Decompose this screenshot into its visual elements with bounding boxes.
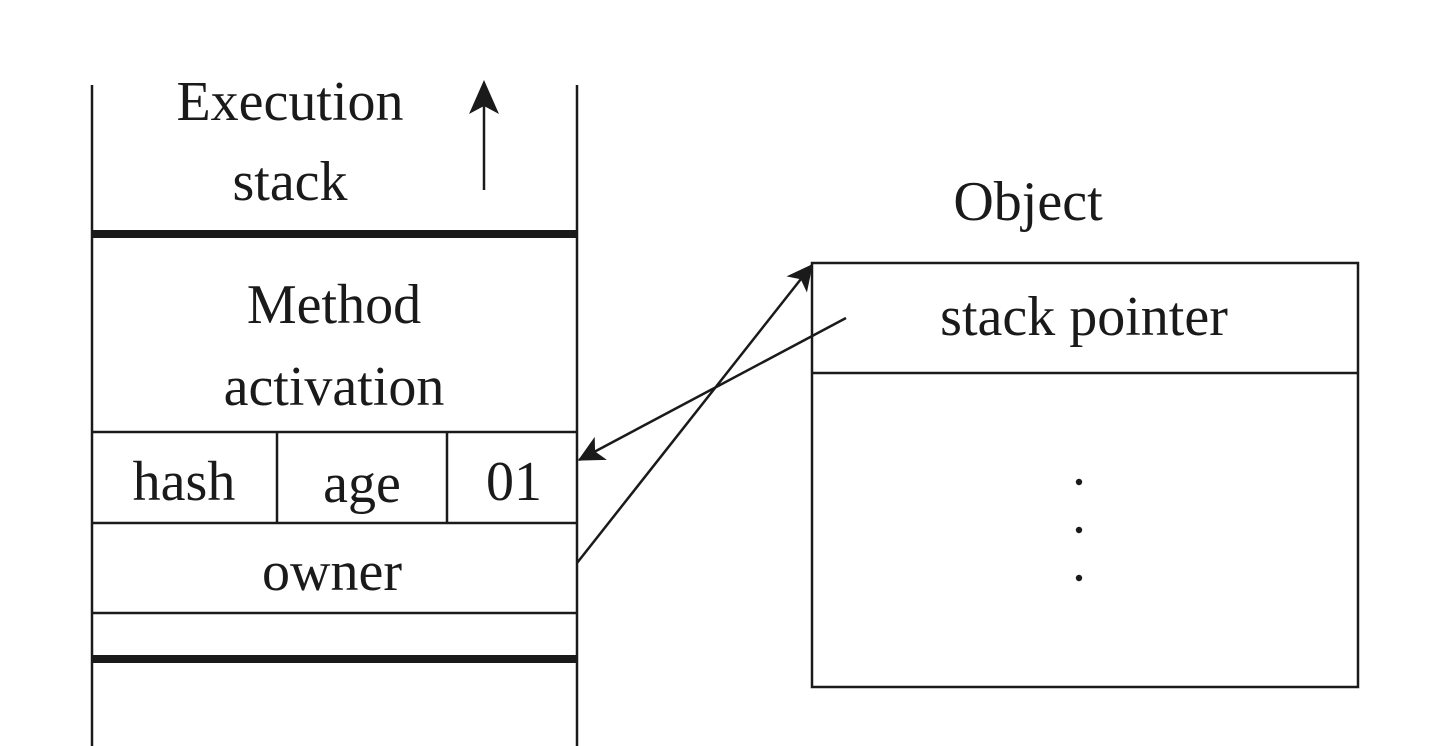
lock-bits-cell: 01	[486, 451, 542, 513]
ellipsis-dot	[1075, 478, 1083, 486]
execution-stack-title-line1: Execution	[176, 71, 403, 133]
object-outline	[810, 261, 1360, 689]
stack-pointer-arrow	[577, 316, 847, 462]
execution-stack: Execution stack Method activation hash a…	[90, 71, 579, 746]
method-activation-line1: Method	[247, 274, 421, 336]
object-box: Object stack pointer	[810, 171, 1360, 689]
ellipsis-dot	[1075, 526, 1083, 534]
stack-pointer-field: stack pointer	[940, 286, 1228, 348]
owner-pointer-arrow	[576, 263, 813, 564]
method-activation-line2: activation	[224, 356, 445, 418]
stack-growth-arrow-head	[469, 80, 499, 114]
age-cell: age	[323, 453, 401, 515]
object-title: Object	[953, 171, 1103, 233]
ellipsis-dot	[1075, 574, 1083, 582]
object-ellipsis	[1075, 478, 1083, 582]
execution-stack-title-line2: stack	[232, 151, 347, 213]
owner-field: owner	[262, 541, 402, 603]
stack-growth-arrow	[469, 80, 499, 190]
hash-cell: hash	[133, 451, 236, 513]
